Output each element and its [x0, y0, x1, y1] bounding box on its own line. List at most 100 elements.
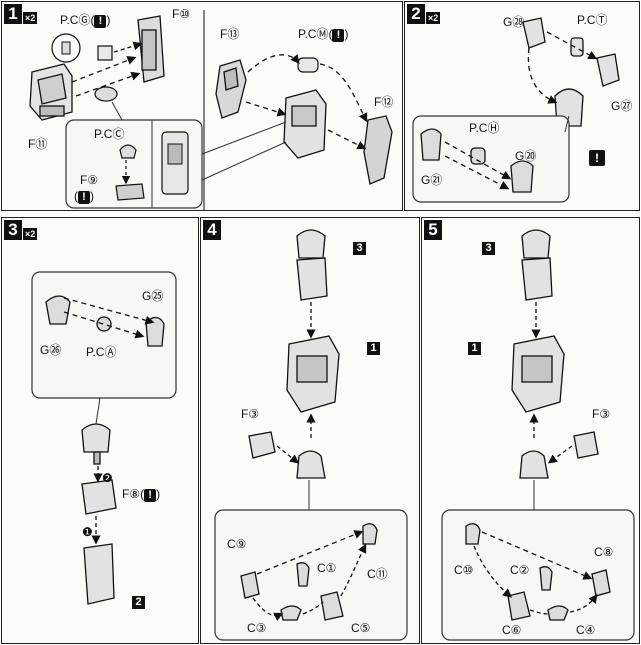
step-number: 3 [4, 220, 22, 240]
label-f10: F⑩ [172, 7, 191, 21]
label-pc-c: P.CⒸ [94, 127, 125, 141]
part-g20 [510, 160, 534, 193]
label-c2: C② [510, 563, 530, 577]
label-c9: C⑨ [227, 537, 247, 551]
seq-1: ❶ [82, 525, 93, 539]
label-f12: F⑫ [374, 95, 394, 109]
part-f8 [81, 479, 117, 515]
label-f3: F③ [592, 407, 611, 421]
label-f8: F⑧(!) [122, 488, 160, 502]
part-f3 [573, 431, 599, 459]
label-c11: C⑪ [367, 567, 388, 581]
step-3-panel: 3 ×2 G㉕ G㉖ [1, 217, 199, 644]
part-c11 [362, 523, 378, 545]
label-f11: F⑪ [28, 137, 48, 151]
part-c1 [296, 562, 310, 587]
step-1-panel: 1 ×2 [1, 1, 403, 211]
part-c9 [240, 571, 260, 599]
part-c6 [507, 591, 531, 621]
part-c2 [539, 566, 553, 591]
label-g27: G㉗ [611, 99, 633, 113]
step-5-header: 5 [424, 220, 442, 240]
ref-part-3: 3 [482, 242, 495, 255]
step-number: 2 [407, 4, 425, 24]
label-pc-g: P.CⒼ(!) [60, 14, 110, 28]
label-c10: C⑩ [454, 563, 474, 577]
ref-part-1: 1 [367, 342, 380, 355]
step-4-header: 4 [203, 220, 221, 240]
step-multiplier: ×2 [23, 228, 38, 240]
part-f13 [215, 59, 247, 119]
label-f8-text: F⑧( [122, 487, 145, 501]
part-g28 [522, 17, 546, 49]
label-f13: F⑬ [220, 27, 240, 41]
part-elbow [296, 450, 326, 479]
part-upper-arm [83, 543, 115, 605]
label-g25: G㉕ [142, 289, 164, 303]
step-4-art [214, 229, 408, 641]
label-pc-t: P.CⓉ [577, 13, 608, 27]
label-pc-g-close: ) [106, 13, 111, 27]
step-number: 4 [203, 220, 221, 240]
part-f3 [248, 431, 276, 459]
label-c6: C⑥ [502, 623, 522, 637]
label-f3: F③ [241, 407, 260, 421]
step-number: 1 [4, 4, 22, 24]
part-elbow [519, 450, 549, 479]
ref-part-3: 3 [353, 242, 366, 255]
step-3-header: 3 ×2 [4, 220, 38, 240]
part-polycap-h [470, 147, 486, 165]
step-multiplier: ×2 [426, 12, 441, 24]
part-polycap-t [570, 37, 584, 57]
step-3-art [31, 271, 177, 605]
label-pc-a: P.CⒶ [86, 345, 117, 359]
warning-icon: ! [144, 489, 157, 502]
label-g28: G㉘ [503, 15, 525, 29]
part-f12 [363, 115, 393, 185]
label-c1: C① [317, 561, 337, 575]
label-c3: C③ [247, 621, 267, 635]
label-pc-m-close: ) [344, 27, 349, 41]
label-f9-text: F⑨ [80, 173, 99, 187]
part-f10 [137, 15, 165, 83]
label-pc-h: P.CⒽ [469, 121, 500, 135]
part-body-shell [283, 89, 327, 159]
part-f11 [29, 63, 73, 121]
part-c4 [547, 605, 569, 621]
step-5-art [441, 229, 635, 641]
step-1-header: 1 ×2 [4, 4, 38, 24]
label-c8: C⑧ [594, 545, 614, 559]
label-f8-close: ) [156, 487, 161, 501]
label-pc-m: P.CⓂ(!) [298, 28, 348, 42]
label-c4: C④ [576, 623, 596, 637]
label-g26: G㉖ [40, 343, 62, 357]
warning-icon: ! [332, 29, 345, 42]
label-pc-m-text: P.CⓂ( [298, 27, 333, 41]
part-polycap-m [297, 57, 319, 73]
part-g21 [420, 128, 442, 161]
label-f9-open: ( [74, 189, 78, 203]
ref-part-1: 1 [468, 342, 481, 355]
part-c8 [591, 569, 611, 597]
label-f9-warning: (!) [74, 190, 94, 204]
part-polycap-a [96, 316, 112, 332]
warning-icon: ! [94, 15, 107, 28]
part-c5 [320, 591, 344, 621]
part-c3 [280, 605, 302, 621]
step-4-panel: 4 [200, 217, 420, 644]
label-g21: G㉑ [421, 173, 443, 187]
polycap-g [97, 45, 113, 61]
part-g26 [45, 295, 71, 325]
part-g25 [145, 316, 165, 347]
part-g27 [596, 53, 620, 87]
step-2-header: 2 ×2 [407, 4, 441, 24]
ref-part-2: 2 [132, 596, 145, 609]
warning-icon: ! [78, 191, 90, 204]
warning-icon: ! [589, 150, 605, 166]
seq-2: ❷ [102, 471, 113, 485]
step-multiplier: ×2 [23, 12, 38, 24]
step-number: 5 [424, 220, 442, 240]
step-5-panel: 5 [421, 217, 640, 644]
step-2-art [412, 17, 620, 203]
